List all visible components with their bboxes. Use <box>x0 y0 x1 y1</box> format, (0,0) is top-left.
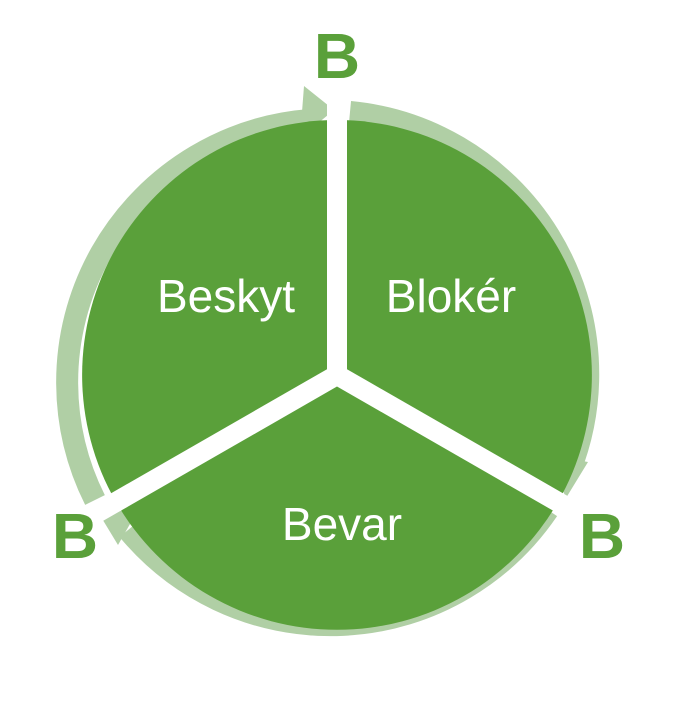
separators <box>90 95 584 523</box>
separator-right <box>332 366 584 523</box>
separator-left <box>90 366 342 523</box>
corner-label-right: B <box>579 500 625 572</box>
corner-label-left: B <box>52 500 98 572</box>
segment-label-bevar: Bevar <box>282 498 402 550</box>
segment-label-bloker: Blokér <box>386 270 516 322</box>
corner-label-top: B <box>314 20 360 92</box>
ring-arc-top-left <box>56 109 311 505</box>
segment-label-beskyt: Beskyt <box>157 270 295 322</box>
